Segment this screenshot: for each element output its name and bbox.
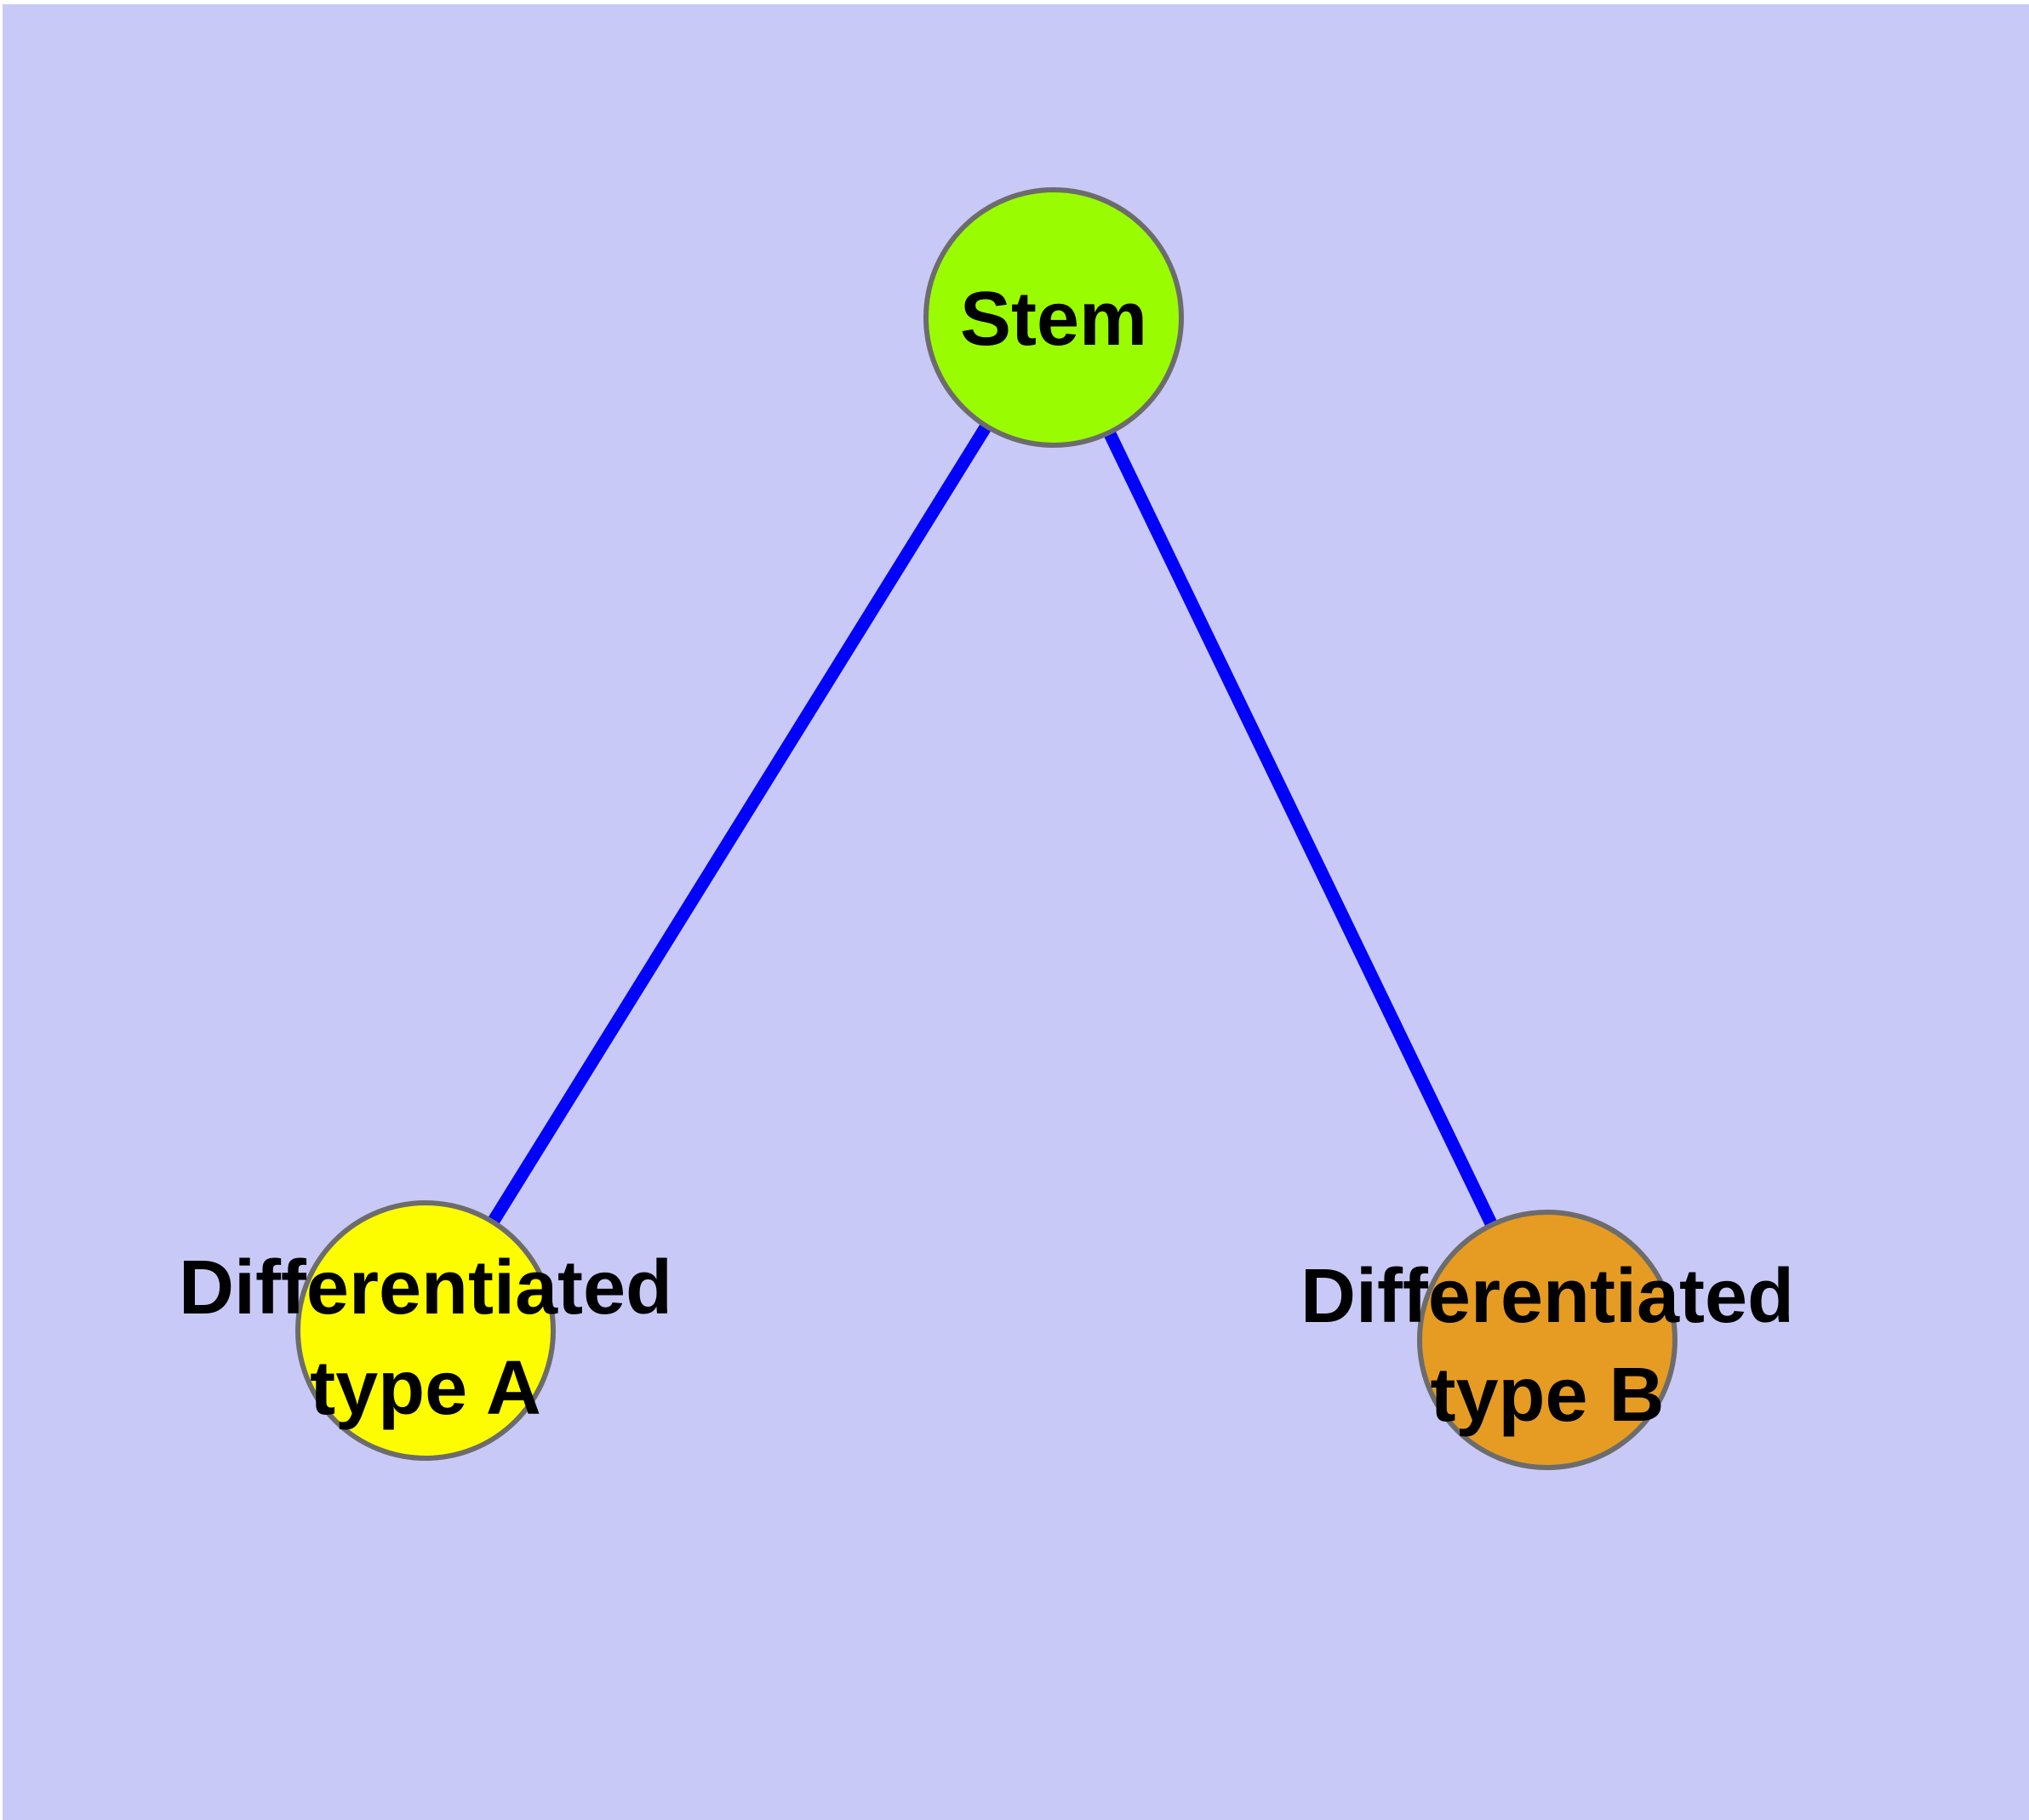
node-differentiated-type-a-label-line1: Differentiated xyxy=(179,1245,672,1331)
node-differentiated-type-b-label-line2: type B xyxy=(1430,1353,1664,1438)
edges xyxy=(420,314,1553,1343)
node-differentiated-type-b-label-line1: Differentiated xyxy=(1300,1254,1794,1339)
edge-stem-to-differentiated-b xyxy=(1048,314,1553,1343)
node-stem-circle xyxy=(923,187,1184,448)
node-differentiated-type-b: Differentiated type B xyxy=(1300,1210,1794,1470)
node-differentiated-type-a: Differentiated type A xyxy=(179,1200,672,1461)
nodes: Stem Differentiated type A Differentiate… xyxy=(179,187,1794,1470)
node-differentiated-type-b-circle xyxy=(1417,1210,1677,1470)
node-stem-label: Stem xyxy=(960,277,1147,362)
node-differentiated-type-a-label-line2: type A xyxy=(310,1346,541,1431)
edge-stem-to-differentiated-a xyxy=(420,314,1060,1334)
node-stem: Stem xyxy=(923,187,1184,448)
node-differentiated-type-a-circle xyxy=(295,1200,556,1461)
